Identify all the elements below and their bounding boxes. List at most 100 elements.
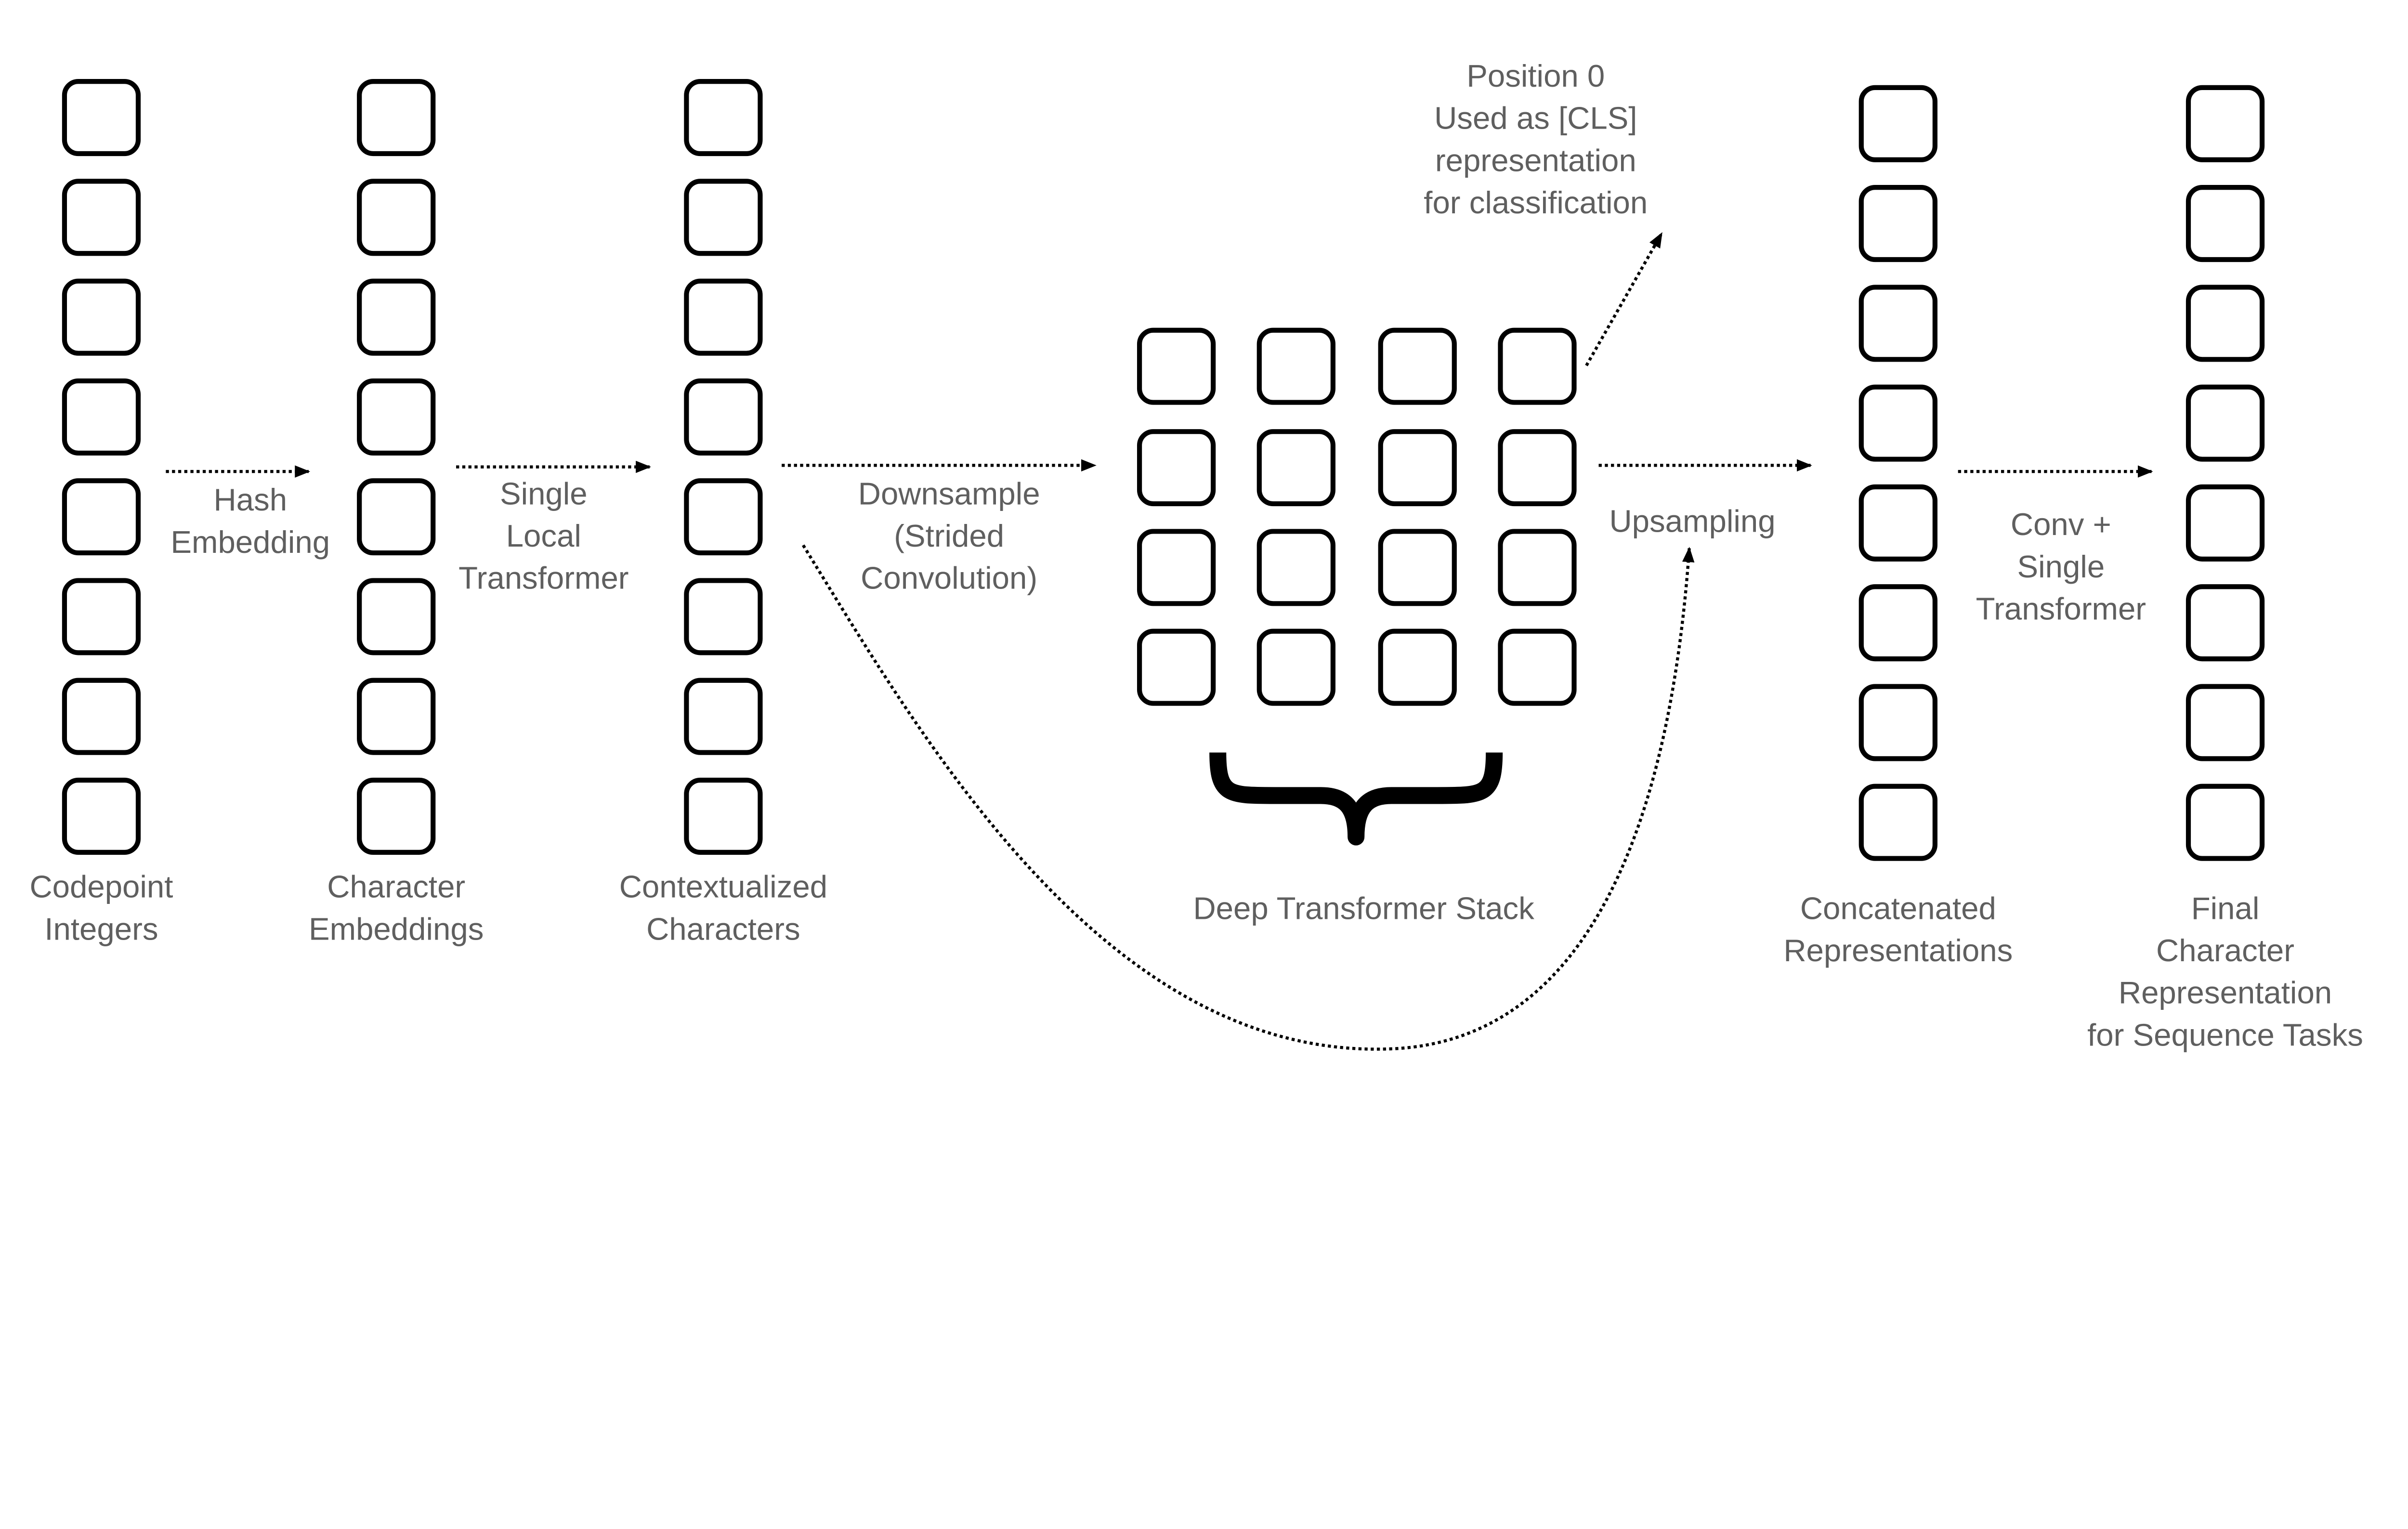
label-conv-single-transformer-line: Single xyxy=(2017,549,2105,584)
transformer-cell xyxy=(1137,327,1216,405)
label-single-local-transformer-line: Single xyxy=(500,476,588,511)
label-conv-single-transformer-line: Transformer xyxy=(1976,591,2146,627)
embedding-cell xyxy=(684,378,763,456)
embedding-cell xyxy=(357,678,436,755)
curly-brace xyxy=(1209,752,1503,846)
transformer-cell xyxy=(1137,529,1216,606)
column-contextualized-characters xyxy=(684,79,763,855)
label-cls-output-line: for classification xyxy=(1424,185,1648,220)
transformer-cell xyxy=(1498,628,1577,706)
canine-architecture-diagram: CodepointIntegersCharacterEmbeddingsCont… xyxy=(29,58,2363,1052)
embedding-cell xyxy=(1858,285,1937,362)
label-character-embeddings-line: Character xyxy=(327,869,465,904)
embedding-cell xyxy=(2186,684,2265,761)
transformer-cell xyxy=(1378,429,1457,507)
embedding-cell xyxy=(357,777,436,855)
transformer-cell xyxy=(1137,429,1216,507)
label-conv-single-transformer-line: Conv + xyxy=(2011,507,2111,542)
label-final-character-representation-line: for Sequence Tasks xyxy=(2087,1017,2363,1052)
embedding-cell xyxy=(62,378,141,456)
embedding-cell xyxy=(684,478,763,556)
label-cls-output-line: representation xyxy=(1435,143,1636,178)
embedding-cell xyxy=(2186,285,2265,362)
embedding-columns xyxy=(62,79,2265,861)
deep-transformer-grid xyxy=(1137,327,1577,706)
label-codepoint-integers-line: Integers xyxy=(44,911,158,946)
embedding-cell xyxy=(1858,384,1937,462)
embedding-cell xyxy=(357,79,436,157)
embedding-cell xyxy=(62,478,141,556)
column-character-embeddings xyxy=(357,79,436,855)
label-concatenated-representations-line: Representations xyxy=(1783,933,2013,968)
embedding-cell xyxy=(2186,85,2265,162)
label-hash-embedding-line: Hash xyxy=(213,482,287,517)
label-downsample-line: (Strided xyxy=(894,518,1004,553)
column-final-character-representation xyxy=(2186,85,2265,861)
arrow-cls-output xyxy=(1585,232,1663,366)
embedding-cell xyxy=(684,179,763,256)
embedding-cell xyxy=(357,179,436,256)
label-concatenated-representations-line: Concatenated xyxy=(1800,890,1996,926)
embedding-cell xyxy=(62,79,141,157)
embedding-cell xyxy=(684,578,763,655)
label-final-character-representation-line: Character xyxy=(2156,933,2294,968)
label-character-embeddings-line: Embeddings xyxy=(309,911,484,946)
embedding-cell xyxy=(684,79,763,157)
label-final-character-representation-line: Representation xyxy=(2119,975,2332,1010)
transformer-cell xyxy=(1256,429,1335,507)
label-final-character-representation-line: Final xyxy=(2191,890,2260,926)
embedding-cell xyxy=(357,478,436,556)
label-upsampling-line: Upsampling xyxy=(1609,504,1775,539)
embedding-cell xyxy=(684,678,763,755)
transformer-cell xyxy=(1137,628,1216,706)
transformer-cell xyxy=(1378,327,1457,405)
transformer-cell xyxy=(1256,628,1335,706)
embedding-cell xyxy=(2186,584,2265,662)
embedding-cell xyxy=(684,777,763,855)
embedding-cell xyxy=(1858,684,1937,761)
label-single-local-transformer-line: Transformer xyxy=(458,561,628,596)
embedding-cell xyxy=(1858,185,1937,262)
label-cls-output-line: Used as [CLS] xyxy=(1434,101,1637,136)
embedding-cell xyxy=(357,278,436,356)
deep-transformer-stack-label: Deep Transformer Stack xyxy=(1193,890,1534,926)
arrows xyxy=(166,232,2153,1051)
label-downsample-line: Downsample xyxy=(858,476,1040,511)
labels: CodepointIntegersCharacterEmbeddingsCont… xyxy=(29,58,2363,1052)
label-single-local-transformer-line: Local xyxy=(506,518,581,553)
transformer-cell xyxy=(1498,529,1577,606)
embedding-cell xyxy=(1858,784,1937,861)
embedding-cell xyxy=(62,678,141,755)
embedding-cell xyxy=(357,378,436,456)
embedding-cell xyxy=(2186,784,2265,861)
embedding-cell xyxy=(62,278,141,356)
arrow-residual-skip xyxy=(802,544,1695,1051)
transformer-cell xyxy=(1256,327,1335,405)
embedding-cell xyxy=(2186,484,2265,562)
label-contextualized-characters-line: Contextualized xyxy=(619,869,827,904)
column-concatenated-representations xyxy=(1858,85,1937,861)
embedding-cell xyxy=(62,578,141,655)
label-upsampling: Upsampling xyxy=(1609,504,1775,539)
transformer-cell xyxy=(1256,529,1335,606)
column-codepoint-integers xyxy=(62,79,141,855)
embedding-cell xyxy=(1858,484,1937,562)
transformer-cell xyxy=(1378,628,1457,706)
embedding-cell xyxy=(62,179,141,256)
embedding-cell xyxy=(2186,384,2265,462)
label-codepoint-integers-line: Codepoint xyxy=(29,869,173,904)
label-downsample-line: Convolution) xyxy=(861,561,1037,596)
transformer-cell xyxy=(1498,429,1577,507)
embedding-cell xyxy=(684,278,763,356)
embedding-cell xyxy=(1858,584,1937,662)
